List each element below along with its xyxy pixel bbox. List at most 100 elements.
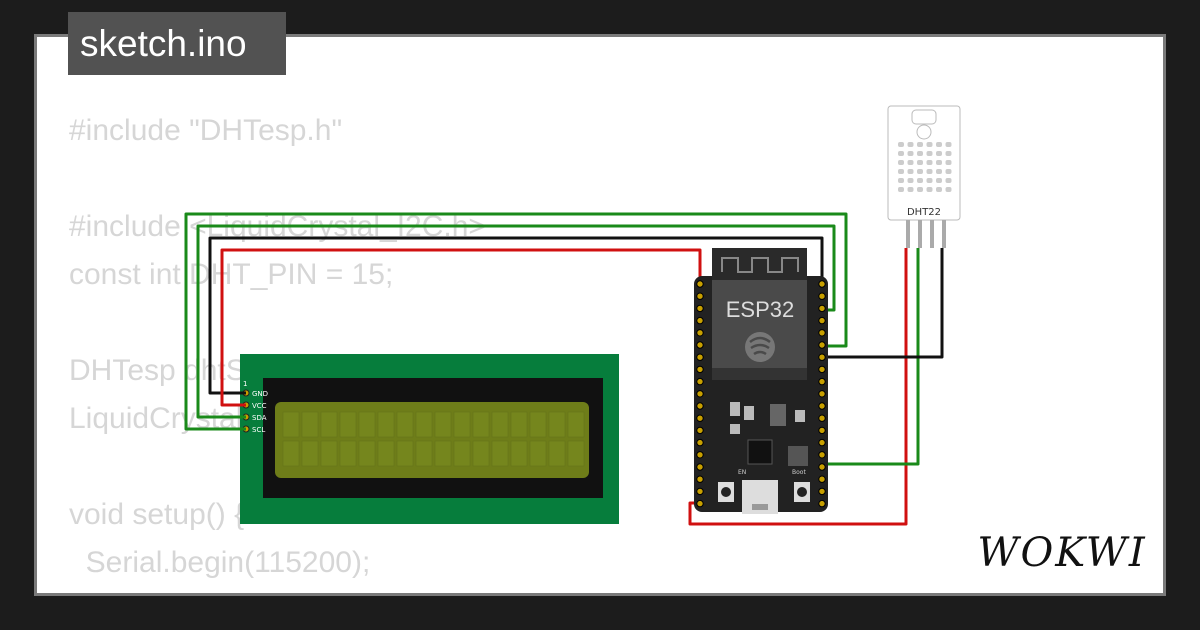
grille-slot <box>945 187 952 192</box>
lcd-cell <box>339 411 357 438</box>
lcd-cell <box>491 440 509 467</box>
grille-slot <box>917 178 923 183</box>
esp32-pin-headers <box>696 280 826 508</box>
grille-slot <box>926 160 933 165</box>
esp32-pin-left <box>696 377 704 386</box>
grille-slot <box>945 160 952 165</box>
esp32-antenna-trace <box>721 257 799 273</box>
espressif-logo-icon <box>745 332 775 362</box>
usb-port-opening <box>752 504 768 510</box>
dht22-pin <box>942 220 946 248</box>
lcd-cell <box>567 411 585 438</box>
lcd-character-grid <box>282 411 585 467</box>
file-name-tab[interactable]: sketch.ino <box>68 12 286 75</box>
esp32-pin-left <box>696 438 704 447</box>
lcd-pin-label: GND <box>252 390 268 398</box>
code-line: void setup() { <box>69 498 245 531</box>
lcd1602-module[interactable]: 1 GND VCC SDA SCL <box>240 354 619 524</box>
grille-slot <box>926 187 933 192</box>
esp32-pin-left <box>696 280 704 288</box>
lcd-cell <box>548 411 566 438</box>
esp32-pin-left <box>696 414 704 422</box>
esp32-pin-right <box>818 390 826 398</box>
dht22-grille <box>898 142 952 192</box>
lcd-pin-index: 1 <box>243 380 247 388</box>
grille-slot <box>926 151 933 156</box>
lcd-cell <box>377 411 395 438</box>
smd-component <box>788 446 808 466</box>
esp32-pin-left <box>696 426 704 435</box>
esp32-pin-left <box>696 499 704 508</box>
usb-uart-chip <box>747 439 773 465</box>
lcd-cell <box>472 411 490 438</box>
esp32-pin-left <box>696 316 704 325</box>
dht22-body <box>887 105 961 221</box>
lcd-cell <box>301 440 319 467</box>
grille-slot <box>907 151 914 156</box>
lcd-pin-label: SDA <box>252 414 267 422</box>
grille-slot <box>936 151 942 156</box>
lcd-cell <box>529 440 547 467</box>
grille-slot <box>898 178 904 183</box>
lcd-cell <box>491 411 509 438</box>
esp32-pin-right <box>818 426 826 435</box>
dht22-sensor[interactable]: DHT22 <box>887 105 961 248</box>
esp32-devkit[interactable]: ESP32 EN Boot <box>694 248 828 514</box>
esp32-pin-left <box>696 329 704 337</box>
grille-slot <box>926 169 933 174</box>
grille-slot <box>898 151 904 156</box>
grille-slot <box>917 151 923 156</box>
grille-slot <box>936 142 942 147</box>
esp32-pin-right <box>818 463 826 471</box>
esp32-pin-left <box>696 451 704 459</box>
lcd-cell <box>510 440 528 467</box>
smd-component <box>730 424 740 434</box>
wire-lcd-scl <box>184 212 848 431</box>
voltage-regulator <box>770 404 786 426</box>
lcd-cell <box>358 440 376 467</box>
wire-dht-gnd <box>822 248 944 359</box>
lcd-cell <box>548 440 566 467</box>
esp32-pin-right <box>818 475 826 483</box>
esp32-pin-left <box>696 475 704 483</box>
lcd-cell <box>434 440 452 467</box>
grille-slot <box>898 160 904 165</box>
esp32-pin-right <box>818 292 826 300</box>
lcd-pin-label: VCC <box>252 402 267 410</box>
wire-lcd-sda <box>196 224 836 419</box>
lcd-pin-label: SCL <box>252 426 265 434</box>
lcd-cell <box>320 411 338 438</box>
esp32-antenna-area <box>712 248 807 280</box>
esp32-pin-left <box>696 463 704 471</box>
grille-slot <box>945 142 952 147</box>
lcd-cell <box>529 411 547 438</box>
esp32-pin-right <box>818 451 826 459</box>
esp32-pin-left <box>696 304 704 313</box>
grille-slot <box>898 169 904 174</box>
grille-slot <box>917 169 923 174</box>
lcd-cell <box>453 411 471 438</box>
wire-dht-vcc <box>688 248 908 526</box>
esp32-pin-right <box>818 487 826 496</box>
grille-slot <box>907 169 914 174</box>
smd-component <box>730 402 740 416</box>
wokwi-logo: WOKWI <box>977 530 1146 576</box>
lcd-cell <box>339 440 357 467</box>
lcd-cell <box>453 440 471 467</box>
grille-slot <box>936 178 942 183</box>
grille-slot <box>936 187 942 192</box>
esp32-pin-right <box>818 499 826 508</box>
grille-slot <box>926 178 933 183</box>
en-label: EN <box>738 469 746 476</box>
esp32-label: ESP32 <box>726 297 795 322</box>
lcd-cell <box>472 440 490 467</box>
lcd-cell <box>396 411 414 438</box>
wires <box>184 212 944 526</box>
esp32-pin-left <box>696 353 704 361</box>
grille-slot <box>936 169 942 174</box>
code-line: #include "DHTesp.h" <box>69 114 343 147</box>
esp32-pin-left <box>696 341 704 349</box>
grille-slot <box>907 160 914 165</box>
esp32-pin-left <box>696 365 704 374</box>
